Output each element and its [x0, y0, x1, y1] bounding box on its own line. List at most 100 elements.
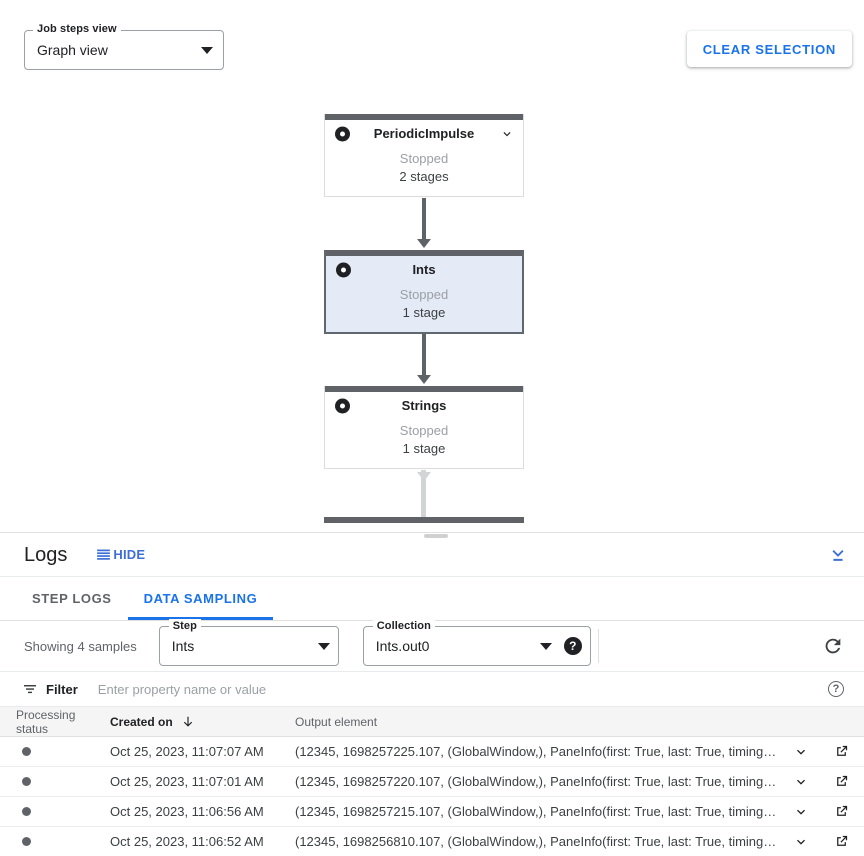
node-top-bar	[325, 114, 523, 120]
cell-processing-status	[0, 747, 110, 756]
row-actions	[790, 741, 864, 763]
arrow-down-icon	[181, 715, 195, 729]
logs-tabs: STEP LOGS DATA SAMPLING	[0, 577, 864, 621]
chevron-down-icon[interactable]	[790, 771, 812, 793]
step-select-value: Ints	[171, 638, 195, 654]
status-badge	[22, 777, 31, 786]
node-title: Strings	[401, 398, 447, 413]
row-actions	[790, 771, 864, 793]
chevron-down-icon[interactable]	[790, 741, 812, 763]
graph-edge-ints-to-strings	[422, 334, 426, 378]
hide-logs-label: HIDE	[113, 547, 146, 562]
caret-down-icon	[539, 642, 552, 650]
row-actions	[790, 801, 864, 823]
status-badge	[22, 837, 31, 846]
samples-table: Processing status Created on Output elem…	[0, 707, 864, 856]
logs-panel: Logs HIDE STEP	[0, 532, 864, 856]
sampling-controls: Showing 4 samples Step Ints Collection I…	[0, 619, 864, 672]
node-header: Ints	[326, 256, 522, 284]
cell-output-element: (12345, 1698257215.107, (GlobalWindow,),…	[295, 804, 777, 819]
node-stages-text: 1 stage	[402, 441, 446, 456]
graph-edge-arrow	[417, 239, 431, 248]
cell-output-element: (12345, 1698257225.107, (GlobalWindow,),…	[295, 744, 777, 759]
panel-resize-handle[interactable]	[424, 534, 448, 538]
table-row[interactable]: Oct 25, 2023, 11:06:56 AM (12345, 169825…	[0, 797, 864, 827]
caret-down-icon	[317, 642, 330, 650]
cell-output-element: (12345, 1698257220.107, (GlobalWindow,),…	[295, 774, 777, 789]
open-in-new-icon[interactable]	[830, 831, 852, 853]
column-header-created-on[interactable]: Created on	[110, 715, 295, 729]
samples-table-header: Processing status Created on Output elem…	[0, 707, 864, 737]
step-select[interactable]: Step Ints	[158, 619, 339, 666]
tab-data-sampling[interactable]: DATA SAMPLING	[127, 577, 274, 620]
job-steps-view-label: Job steps view	[33, 22, 121, 36]
graph-node-strings[interactable]: Strings Stopped 1 stage	[324, 386, 524, 469]
open-in-new-icon[interactable]	[830, 771, 852, 793]
table-row[interactable]: Oct 25, 2023, 11:07:07 AM (12345, 169825…	[0, 737, 864, 767]
status-badge	[22, 747, 31, 756]
node-status-text: Stopped	[399, 287, 449, 302]
help-outline-icon[interactable]: ?	[828, 681, 844, 697]
node-status-marker-icon	[335, 126, 350, 142]
graph-node-periodicimpulse[interactable]: PeriodicImpulse Stopped 2 stages	[324, 114, 524, 197]
collapse-panel-icon[interactable]	[826, 543, 850, 567]
logs-panel-header: Logs HIDE	[0, 533, 864, 577]
cell-created-on: Oct 25, 2023, 11:07:01 AM	[110, 774, 264, 789]
cell-created-on: Oct 25, 2023, 11:07:07 AM	[110, 744, 264, 759]
node-status-text: Stopped	[399, 423, 449, 438]
node-stages-text: 1 stage	[402, 305, 446, 320]
cell-output-element: (12345, 1698256810.107, (GlobalWindow,),…	[295, 834, 777, 849]
open-in-new-icon[interactable]	[830, 801, 852, 823]
help-filled-icon[interactable]: ?	[563, 637, 582, 655]
logs-title: Logs	[24, 543, 68, 566]
table-row[interactable]: Oct 25, 2023, 11:06:52 AM (12345, 169825…	[0, 827, 864, 856]
cell-created-on: Oct 25, 2023, 11:06:52 AM	[110, 834, 264, 849]
list-lines-icon	[95, 546, 112, 563]
column-header-created-on-label: Created on	[110, 714, 173, 729]
node-header: PeriodicImpulse	[325, 120, 523, 148]
node-status-text: Stopped	[399, 151, 449, 166]
collection-select-value: Ints.out0	[375, 638, 430, 654]
filter-input[interactable]	[95, 680, 696, 698]
filter-list-icon	[22, 681, 38, 697]
node-stages-text: 2 stages	[399, 169, 449, 184]
cell-processing-status	[0, 837, 110, 846]
node-header: Strings	[325, 392, 523, 420]
clear-selection-button[interactable]: CLEAR SELECTION	[686, 31, 852, 67]
collection-select[interactable]: Collection Ints.out0 ?	[362, 619, 591, 666]
showing-samples-text: Showing 4 samples	[24, 638, 137, 654]
step-select-label: Step	[168, 619, 201, 633]
chevron-down-icon[interactable]	[499, 126, 515, 142]
column-header-output-element[interactable]: Output element	[295, 714, 378, 729]
graph-edge-strings-to-next	[421, 470, 426, 518]
table-row[interactable]: Oct 25, 2023, 11:07:01 AM (12345, 169825…	[0, 767, 864, 797]
graph-edge-arrow	[417, 472, 431, 481]
status-badge	[22, 807, 31, 816]
controls-divider	[598, 629, 599, 663]
node-status-marker-icon	[336, 262, 351, 278]
collection-select-label: Collection	[372, 619, 435, 633]
job-steps-view-value: Graph view	[37, 42, 108, 58]
row-actions	[790, 831, 864, 853]
graph-edge-periodicimpulse-to-ints	[422, 198, 426, 242]
job-graph-canvas[interactable]: Job steps view Graph view CLEAR SELECTIO…	[0, 0, 864, 532]
node-title: PeriodicImpulse	[373, 126, 475, 141]
cell-processing-status	[0, 777, 110, 786]
refresh-icon[interactable]	[820, 633, 846, 659]
node-top-bar	[325, 386, 523, 392]
tab-step-logs[interactable]: STEP LOGS	[32, 591, 112, 606]
chevron-down-icon[interactable]	[790, 831, 812, 853]
node-title: Ints	[412, 262, 436, 277]
job-steps-view-select-wrapper: Job steps view Graph view	[24, 22, 224, 70]
filter-row: Filter ?	[0, 672, 864, 707]
filter-label: Filter	[46, 681, 78, 697]
hide-logs-button[interactable]: HIDE	[95, 546, 145, 563]
column-header-processing-status[interactable]: Processing status	[16, 707, 76, 736]
cell-processing-status	[0, 807, 110, 816]
job-steps-view-select[interactable]: Graph view	[24, 30, 224, 70]
graph-edge-arrow	[417, 375, 431, 384]
chevron-down-icon[interactable]	[790, 801, 812, 823]
open-in-new-icon[interactable]	[830, 741, 852, 763]
graph-node-ints[interactable]: Ints Stopped 1 stage	[324, 250, 524, 334]
